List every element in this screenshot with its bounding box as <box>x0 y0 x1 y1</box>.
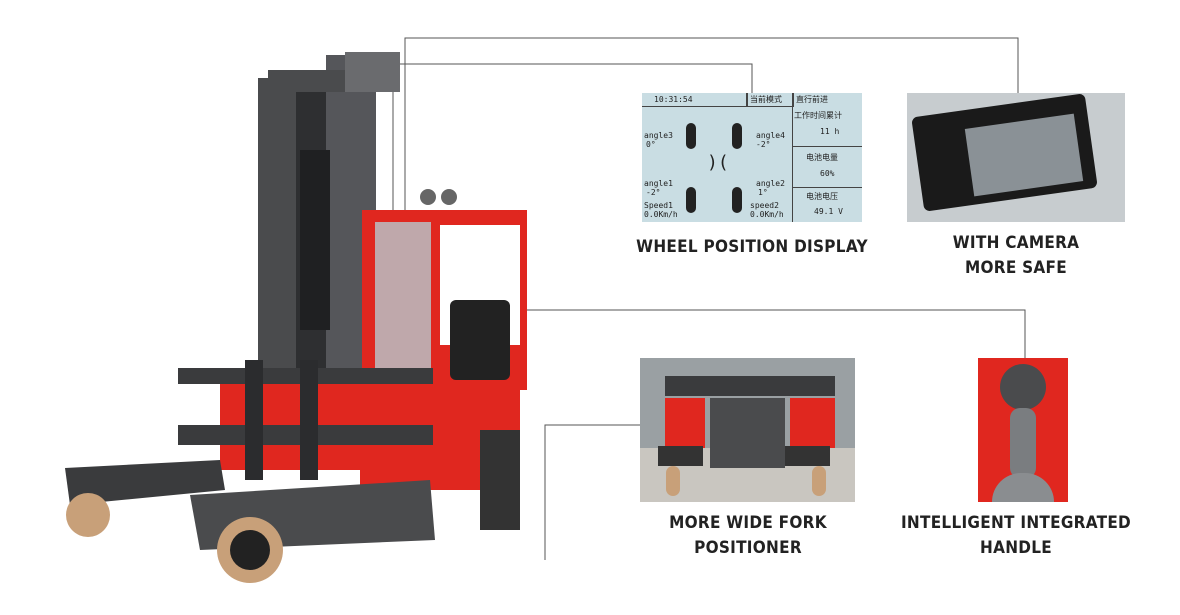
caption-line: WHEEL POSITION DISPLAY <box>636 237 868 257</box>
steering-icon: )( <box>707 152 729 173</box>
lcd-time: 10:31:54 <box>654 95 693 104</box>
battery-voltage-value: 49.1 V <box>814 207 843 216</box>
angle1-value: -2° <box>646 188 661 197</box>
caption-line: POSITIONER <box>694 538 802 558</box>
lcd-mode-label: 当前模式 <box>750 95 782 104</box>
fork-callout-line <box>544 424 640 560</box>
handle-callout-line <box>418 309 1026 358</box>
speed2-label: speed2 <box>750 201 779 210</box>
angle3-label: angle3 <box>644 131 673 140</box>
lcd-mode-value: 直行前进 <box>796 95 828 104</box>
camera-monitor-image <box>907 93 1125 222</box>
angle4-value: -2° <box>756 140 771 149</box>
speed2-value: 0.0Km/h <box>750 210 784 219</box>
caption-line: WITH CAMERA <box>952 233 1080 253</box>
caption-wheel-position-display: WHEEL POSITION DISPLAY <box>617 235 887 260</box>
speed1-label: Speed1 <box>644 201 673 210</box>
fork-positioner-image <box>640 358 855 502</box>
angle1-label: angle1 <box>644 179 673 188</box>
wheel-position-display-image: 10:31:54 当前模式 直行前进 )( angle3 0° angle4 -… <box>642 93 862 222</box>
work-time-label: 工作时间累计 <box>794 111 842 120</box>
integrated-handle-image <box>978 358 1068 502</box>
speed1-value: 0.0Km/h <box>644 210 678 219</box>
angle2-value: 1° <box>758 188 768 197</box>
camera-callout-line <box>404 37 1019 230</box>
wheel-callout-line <box>392 63 753 250</box>
angle3-value: 0° <box>646 140 656 149</box>
caption-line: MORE WIDE FORK <box>669 513 827 533</box>
battery-level-label: 电池电量 <box>806 153 838 162</box>
battery-voltage-label: 电池电压 <box>806 192 838 201</box>
work-time-value: 11 h <box>820 127 840 136</box>
caption-line: HANDLE <box>980 538 1052 558</box>
caption-line: MORE SAFE <box>964 258 1067 278</box>
caption-fork-positioner: MORE WIDE FORK POSITIONER <box>633 511 863 561</box>
angle2-label: angle2 <box>756 179 785 188</box>
caption-camera: WITH CAMERA MORE SAFE <box>903 231 1130 281</box>
battery-level-value: 60% <box>820 169 835 178</box>
caption-integrated-handle: INTELLIGENT INTEGRATED HANDLE <box>883 511 1149 561</box>
forklift-image <box>65 52 527 583</box>
caption-line: INTELLIGENT INTEGRATED <box>900 513 1132 533</box>
angle4-label: angle4 <box>756 131 785 140</box>
